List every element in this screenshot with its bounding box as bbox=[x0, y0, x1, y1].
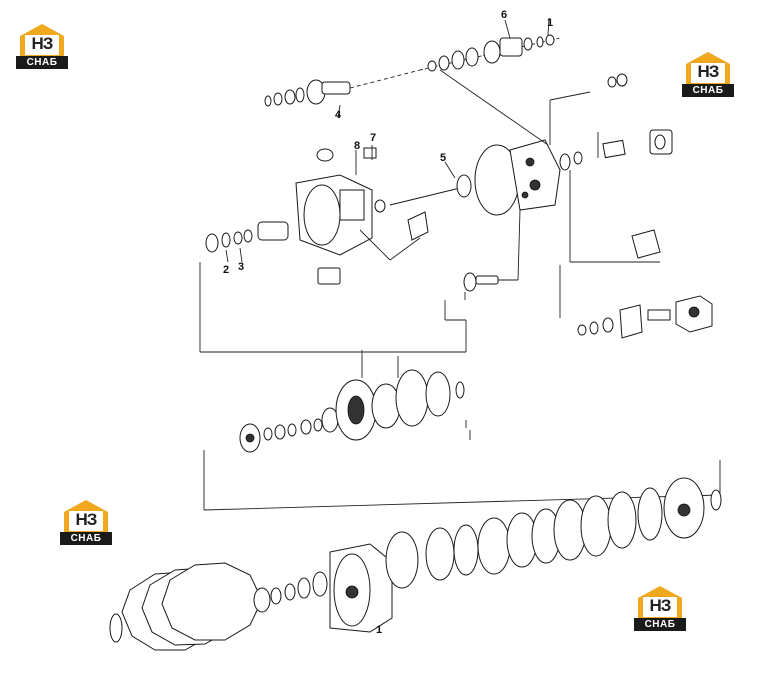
house-icon bbox=[20, 24, 64, 56]
callout-4: 4 bbox=[335, 109, 342, 121]
logo-sub: СНАБ bbox=[682, 84, 734, 97]
logo-sub: СНАБ bbox=[60, 532, 112, 545]
logo-top-left: НЗ СНАБ bbox=[16, 22, 68, 70]
shaft-5-and-cover bbox=[374, 69, 583, 281]
middle-connector-lines bbox=[199, 262, 467, 353]
callout-2: 2 bbox=[223, 264, 229, 276]
top-shaft-assembly bbox=[419, 17, 561, 72]
input-shaft-4 bbox=[264, 69, 421, 119]
logo-mark: НЗ bbox=[75, 510, 98, 529]
sprocket-plates bbox=[121, 562, 263, 651]
logo-sub: СНАБ bbox=[634, 618, 686, 631]
lower-connector-lines bbox=[203, 420, 721, 511]
callout-8: 8 bbox=[354, 140, 360, 152]
logo-sub: СНАБ bbox=[16, 56, 68, 69]
logo-top-right: НЗ СНАБ bbox=[682, 50, 734, 98]
main-housing bbox=[295, 145, 429, 285]
callout-5: 5 bbox=[440, 152, 446, 164]
right-side-cover-parts bbox=[549, 73, 673, 263]
callout-labels: 6 1 4 7 8 5 2 3 1 bbox=[223, 9, 553, 636]
callout-1-top: 1 bbox=[547, 17, 553, 29]
house-icon bbox=[638, 586, 682, 618]
logo-bottom-left: НЗ СНАБ bbox=[60, 498, 112, 546]
logo-mark: НЗ bbox=[697, 62, 720, 81]
callout-7: 7 bbox=[370, 132, 376, 144]
house-icon bbox=[686, 52, 730, 84]
middle-planetary-row bbox=[239, 350, 471, 453]
logo-mark: НЗ bbox=[649, 596, 672, 615]
pinion-shaft bbox=[463, 272, 499, 300]
logo-mark: НЗ bbox=[31, 34, 54, 53]
callout-1-bottom: 1 bbox=[376, 624, 382, 636]
callout-3: 3 bbox=[238, 261, 244, 273]
right-motor-assembly bbox=[559, 265, 713, 339]
logo-bottom-right: НЗ СНАБ bbox=[634, 584, 686, 632]
seal-rings-2-3 bbox=[205, 221, 289, 263]
house-icon bbox=[64, 500, 108, 532]
callout-6: 6 bbox=[501, 9, 507, 21]
bottom-drive-row bbox=[109, 477, 722, 651]
